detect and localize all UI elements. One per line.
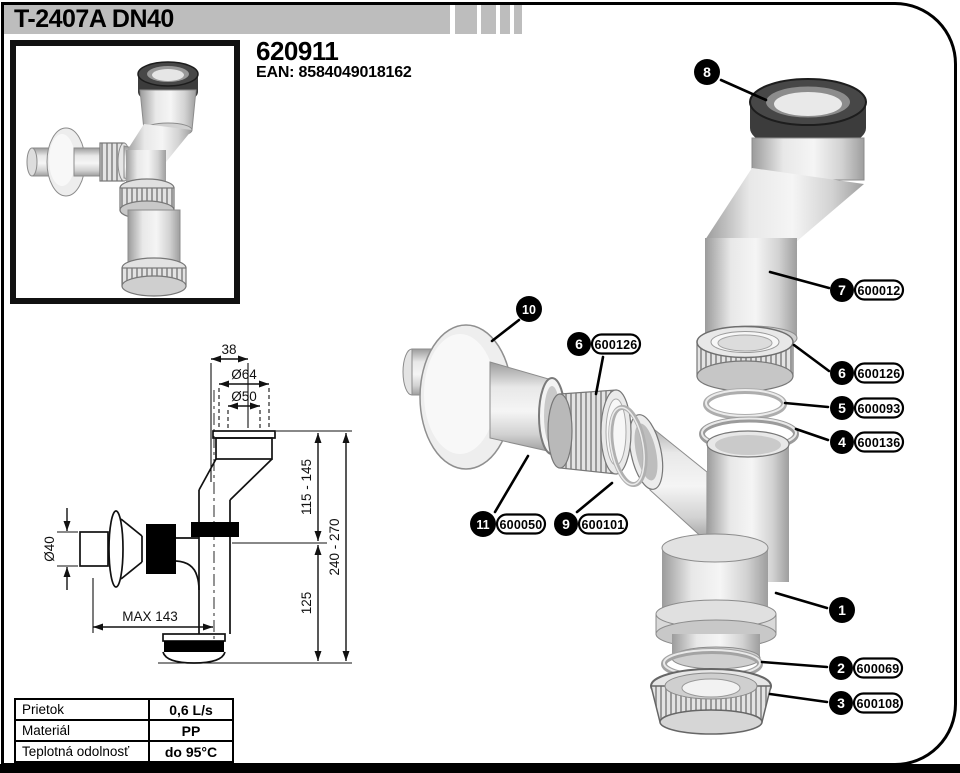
callout-number: 8	[703, 64, 711, 80]
callout-number: 10	[522, 303, 536, 317]
callout-number: 2	[837, 660, 845, 676]
callout-part-number: 600108	[857, 697, 900, 711]
callout-6-left: 6 600126	[567, 332, 642, 396]
spec-value: PP	[148, 719, 234, 742]
dim-inlet-diameter: Ø40	[42, 536, 57, 562]
callout-4: 4 600136	[794, 427, 905, 454]
title-bar: T-2407A DN40	[4, 5, 450, 34]
callout-1: 1	[774, 591, 855, 623]
dim-max-reach: MAX 143	[122, 609, 178, 624]
part-outlet-pipe	[704, 137, 865, 351]
callout-7: 7 600012	[768, 270, 905, 302]
callout-part-number: 600126	[595, 338, 638, 352]
callout-number: 11	[476, 518, 489, 532]
callout-part-number: 600012	[858, 284, 901, 298]
trap-outline	[79, 390, 276, 664]
header-stripe	[500, 5, 510, 34]
callout-part-number: 600136	[858, 436, 901, 450]
callout-number: 7	[838, 282, 846, 298]
callout-8: 8	[694, 59, 768, 102]
table-row: Materiál PP	[14, 719, 234, 742]
callout-6-right: 6 600126	[792, 343, 905, 385]
part-seal-ring	[608, 404, 648, 488]
product-ean: EAN: 8584049018162	[256, 64, 412, 81]
callout-part-number: 600101	[582, 518, 625, 532]
header-stripe	[455, 5, 477, 34]
bottom-black-bar	[0, 764, 960, 773]
callout-part-number: 600093	[858, 402, 901, 416]
header-stripe	[481, 5, 496, 34]
callout-5: 5 600093	[783, 396, 905, 420]
product-code: 620911	[256, 36, 339, 66]
callout-10: 10	[490, 296, 542, 343]
spec-table: Prietok 0,6 L/s Materiál PP Teplotná odo…	[14, 698, 234, 763]
dim-top-offset: 38	[221, 342, 236, 357]
callout-part-number: 600069	[857, 662, 900, 676]
callout-9: 9 600101	[554, 481, 629, 536]
table-row: Teplotná odolnosť do 95°C	[14, 740, 234, 763]
callout-number: 6	[838, 365, 846, 381]
product-photo-frame	[10, 40, 240, 304]
dimension-annotations: 38 Ø64 Ø50 115 - 145 125 240 - 270	[42, 342, 352, 664]
dim-outer-diameter: Ø64	[231, 367, 257, 382]
callout-number: 4	[838, 434, 846, 450]
dim-lower-height: 125	[299, 592, 314, 615]
header-stripe	[514, 5, 522, 34]
callout-11: 11 600050	[470, 454, 547, 537]
callout-number: 5	[838, 400, 846, 416]
page-title: T-2407A DN40	[14, 5, 174, 33]
part-oring	[703, 388, 787, 420]
table-row: Prietok 0,6 L/s	[14, 698, 234, 721]
dim-total-height: 240 - 270	[327, 518, 342, 575]
spec-label: Teplotná odolnosť	[14, 740, 150, 763]
callout-number: 3	[837, 695, 845, 711]
callout-2: 2 600069	[760, 656, 904, 680]
callout-number: 9	[562, 516, 570, 532]
spec-value: do 95°C	[148, 740, 234, 763]
callout-number: 1	[838, 602, 846, 618]
dim-inner-diameter: Ø50	[231, 389, 257, 404]
part-union-nut-right	[696, 325, 794, 392]
callout-part-number: 600126	[858, 367, 901, 381]
callout-part-number: 600050	[500, 518, 543, 532]
part-bottom-nut	[650, 668, 772, 735]
exploded-diagram: 8 7 600012 6 600126 5 600093	[402, 59, 905, 735]
spec-label: Materiál	[14, 719, 150, 742]
part-wall-flange	[402, 324, 566, 470]
spec-value: 0,6 L/s	[148, 698, 234, 721]
dimension-drawing: 38 Ø64 Ø50 115 - 145 125 240 - 270	[42, 342, 352, 664]
dim-upper-height: 115 - 145	[299, 459, 314, 515]
spec-label: Prietok	[14, 698, 150, 721]
callout-number: 6	[575, 336, 583, 352]
part-trap-body	[628, 414, 790, 670]
product-photo	[26, 61, 199, 297]
callout-3: 3 600108	[768, 691, 904, 715]
part-union-nut-left	[547, 389, 632, 475]
